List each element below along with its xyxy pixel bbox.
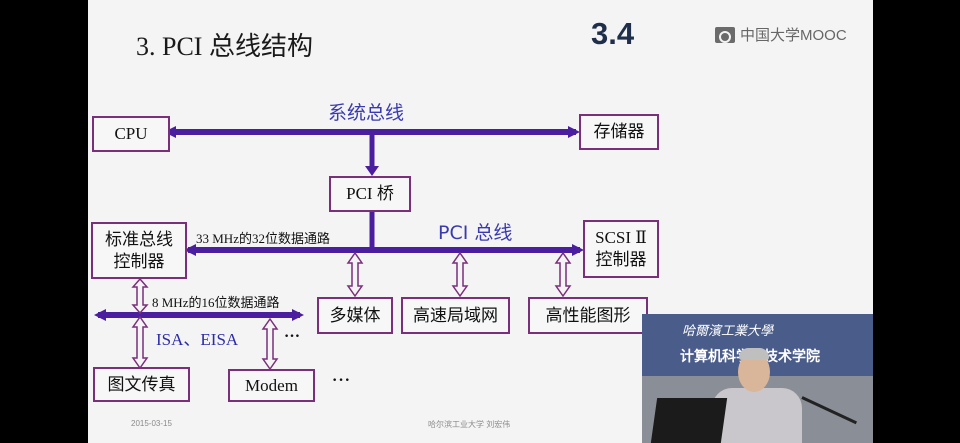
arrow-graphics <box>554 251 572 298</box>
isa-label: ISA、EISA <box>156 330 239 349</box>
system-bus-label: 系统总线 <box>328 102 405 124</box>
mooc-logo-text: 中国大学MOOC <box>740 27 847 44</box>
presenter-microphone <box>801 396 858 425</box>
arrow-multimedia <box>346 251 364 298</box>
memory-box: 存储器 <box>579 114 659 150</box>
std-bus-controller-box: 标准总线 控制器 <box>91 222 187 279</box>
slide: 3. PCI 总线结构 3.4 中国大学MOOC <box>88 0 873 443</box>
presenter-video: 哈爾濱工業大學 计算机科学与技术学院 <box>642 314 873 443</box>
presenter-hair <box>739 348 769 360</box>
mooc-logo-icon <box>715 26 735 43</box>
footer-center: 哈尔滨工业大学 刘宏伟 <box>428 420 511 429</box>
bridge-arrowhead <box>365 166 379 176</box>
arrow-fax <box>131 315 149 370</box>
graphics-box: 高性能图形 <box>528 297 648 334</box>
pci-bus-width-label: 33 MHz的32位数据通路 <box>196 231 330 246</box>
modem-box: Modem <box>228 369 315 402</box>
mooc-logo: 中国大学MOOC <box>715 24 847 45</box>
bus-diagram <box>94 126 584 371</box>
presenter-banner-line1: 哈爾濱工業大學 <box>682 324 774 339</box>
footer-date: 2015-03-15 <box>131 419 172 428</box>
pci-bus-label: PCI 总线 <box>438 222 513 244</box>
presenter-laptop <box>650 398 728 443</box>
slide-title: 3. PCI 总线结构 <box>136 32 313 61</box>
modem-ellipsis: ··· <box>332 372 352 389</box>
arrow-modem <box>261 317 279 371</box>
scsi-controller-box: SCSI Ⅱ 控制器 <box>583 220 659 278</box>
isa-bus-width-label: 8 MHz的16位数据通路 <box>152 295 280 310</box>
arrow-std-ctrl <box>131 277 149 315</box>
isa-ellipsis: … <box>284 324 301 341</box>
fax-box: 图文传真 <box>93 367 190 402</box>
lan-box: 高速局域网 <box>401 297 510 334</box>
arrow-lan <box>451 251 469 298</box>
section-number: 3.4 <box>591 16 635 51</box>
pci-bridge-box: PCI 桥 <box>329 176 411 212</box>
multimedia-box: 多媒体 <box>317 297 393 334</box>
presenter-body <box>712 388 802 443</box>
cpu-box: CPU <box>92 116 170 152</box>
